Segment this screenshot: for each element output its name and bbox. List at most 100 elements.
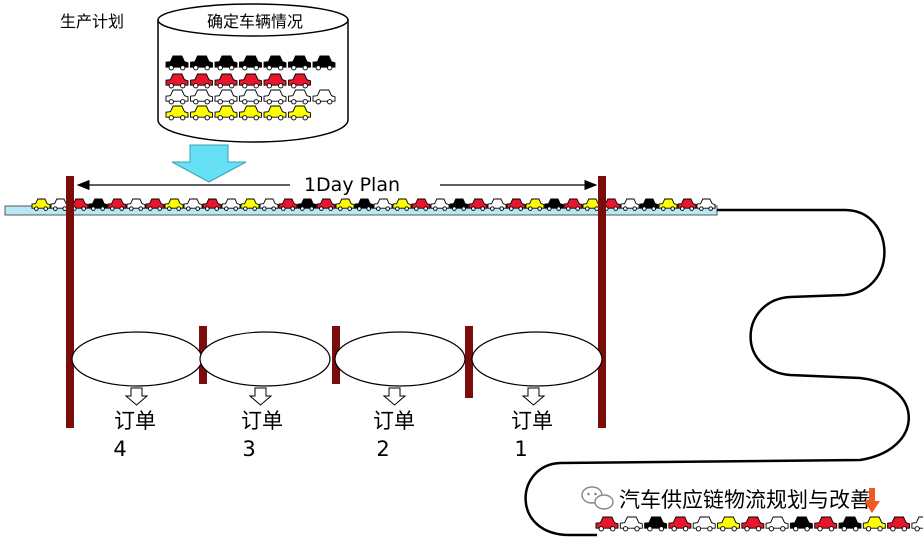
order-label: 订单 <box>511 409 553 433</box>
car-icon <box>221 198 241 211</box>
car-icon <box>214 73 238 89</box>
car-icon <box>190 105 213 121</box>
car-icon <box>392 198 412 211</box>
car-icon <box>288 55 311 71</box>
car-icon <box>88 198 108 211</box>
production-plan-label: 生产计划 <box>60 12 124 31</box>
car-icon <box>644 516 668 532</box>
car-icon <box>240 198 260 211</box>
car-icon <box>126 198 146 211</box>
car-icon <box>563 198 583 211</box>
car-icon <box>789 516 813 532</box>
car-icon <box>107 198 127 211</box>
order-label: 订单 <box>114 409 156 433</box>
car-icon <box>316 198 336 211</box>
car-icon <box>214 55 238 71</box>
car-icon <box>239 89 262 105</box>
car-icon <box>468 198 488 211</box>
input-down-arrow <box>171 144 247 183</box>
car-icon <box>411 198 431 211</box>
car-icon <box>190 55 213 71</box>
car-icon <box>164 198 184 211</box>
car-icon <box>214 89 238 105</box>
car-icon <box>288 73 311 89</box>
car-icon <box>717 516 740 532</box>
car-icon <box>911 516 923 532</box>
car-icon <box>677 198 697 211</box>
order-number: 1 <box>514 437 527 461</box>
car-icon <box>31 198 51 211</box>
car-icon <box>214 105 238 121</box>
car-icon <box>619 516 643 532</box>
car-icon <box>165 105 189 121</box>
car-icon <box>862 516 886 532</box>
car-icon <box>190 73 213 89</box>
one-day-plan-label: 1Day Plan <box>304 174 400 196</box>
car-icon <box>263 73 287 89</box>
car-icon <box>165 89 189 105</box>
car-icon <box>183 198 203 211</box>
current-position-pointer <box>864 488 880 513</box>
car-icon <box>887 516 911 532</box>
order-divider-post <box>465 326 473 398</box>
order-label: 订单 <box>373 409 415 433</box>
car-icon <box>278 198 298 211</box>
car-icon <box>525 198 545 211</box>
order-bucket-1: 订单 1 <box>471 331 603 461</box>
car-icon <box>288 89 311 105</box>
order-number: 2 <box>376 437 389 461</box>
drum-title: 确定车辆情况 <box>207 12 303 31</box>
vehicle-status-drum: 确定车辆情况 <box>157 3 349 143</box>
car-icon <box>595 516 619 532</box>
completed-cars-row <box>595 516 923 532</box>
car-icon <box>838 516 862 532</box>
order-bucket-3: 订单 3 <box>199 331 331 461</box>
car-icon <box>263 89 287 105</box>
car-icon <box>668 516 692 532</box>
car-icon <box>239 105 262 121</box>
car-icon <box>202 198 222 211</box>
car-icon <box>297 198 317 211</box>
car-icon <box>190 89 213 105</box>
car-icon <box>165 55 189 71</box>
car-icon <box>259 198 279 211</box>
car-icon <box>165 73 189 89</box>
car-icon <box>639 198 659 211</box>
order-number: 3 <box>242 437 255 461</box>
car-icon <box>449 198 469 211</box>
car-icon <box>620 198 640 211</box>
car-icon <box>487 198 507 211</box>
serpentine-conveyor <box>524 208 910 537</box>
wechat-icon <box>581 486 614 510</box>
car-icon <box>354 198 374 211</box>
car-icon <box>696 198 716 211</box>
car-icon <box>239 73 262 89</box>
drum-car-rows <box>165 55 336 121</box>
car-icon <box>692 516 716 532</box>
car-icon <box>544 198 564 211</box>
watermark-text: 汽车供应链物流规划与改善 <box>619 488 871 512</box>
order-bucket-4: 订单 4 <box>71 331 203 461</box>
car-icon <box>430 198 450 211</box>
car-icon <box>288 105 311 121</box>
order-label: 订单 <box>241 409 283 433</box>
car-icon <box>239 55 262 71</box>
plan-end-post <box>598 176 606 428</box>
car-icon <box>765 516 789 532</box>
car-icon <box>814 516 838 532</box>
car-icon <box>263 105 287 121</box>
car-icon <box>145 198 165 211</box>
car-icon <box>506 198 526 211</box>
car-icon <box>582 198 602 211</box>
watermark: 汽车供应链物流规划与改善 <box>581 486 871 512</box>
plan-start-post <box>66 176 74 428</box>
order-number: 4 <box>113 437 126 461</box>
production-line-cars <box>31 198 716 211</box>
car-icon <box>312 55 336 71</box>
order-bucket-2: 订单 2 <box>334 331 466 461</box>
car-icon <box>741 516 765 532</box>
car-icon <box>263 55 287 71</box>
car-icon <box>335 198 355 211</box>
car-icon <box>658 198 678 211</box>
